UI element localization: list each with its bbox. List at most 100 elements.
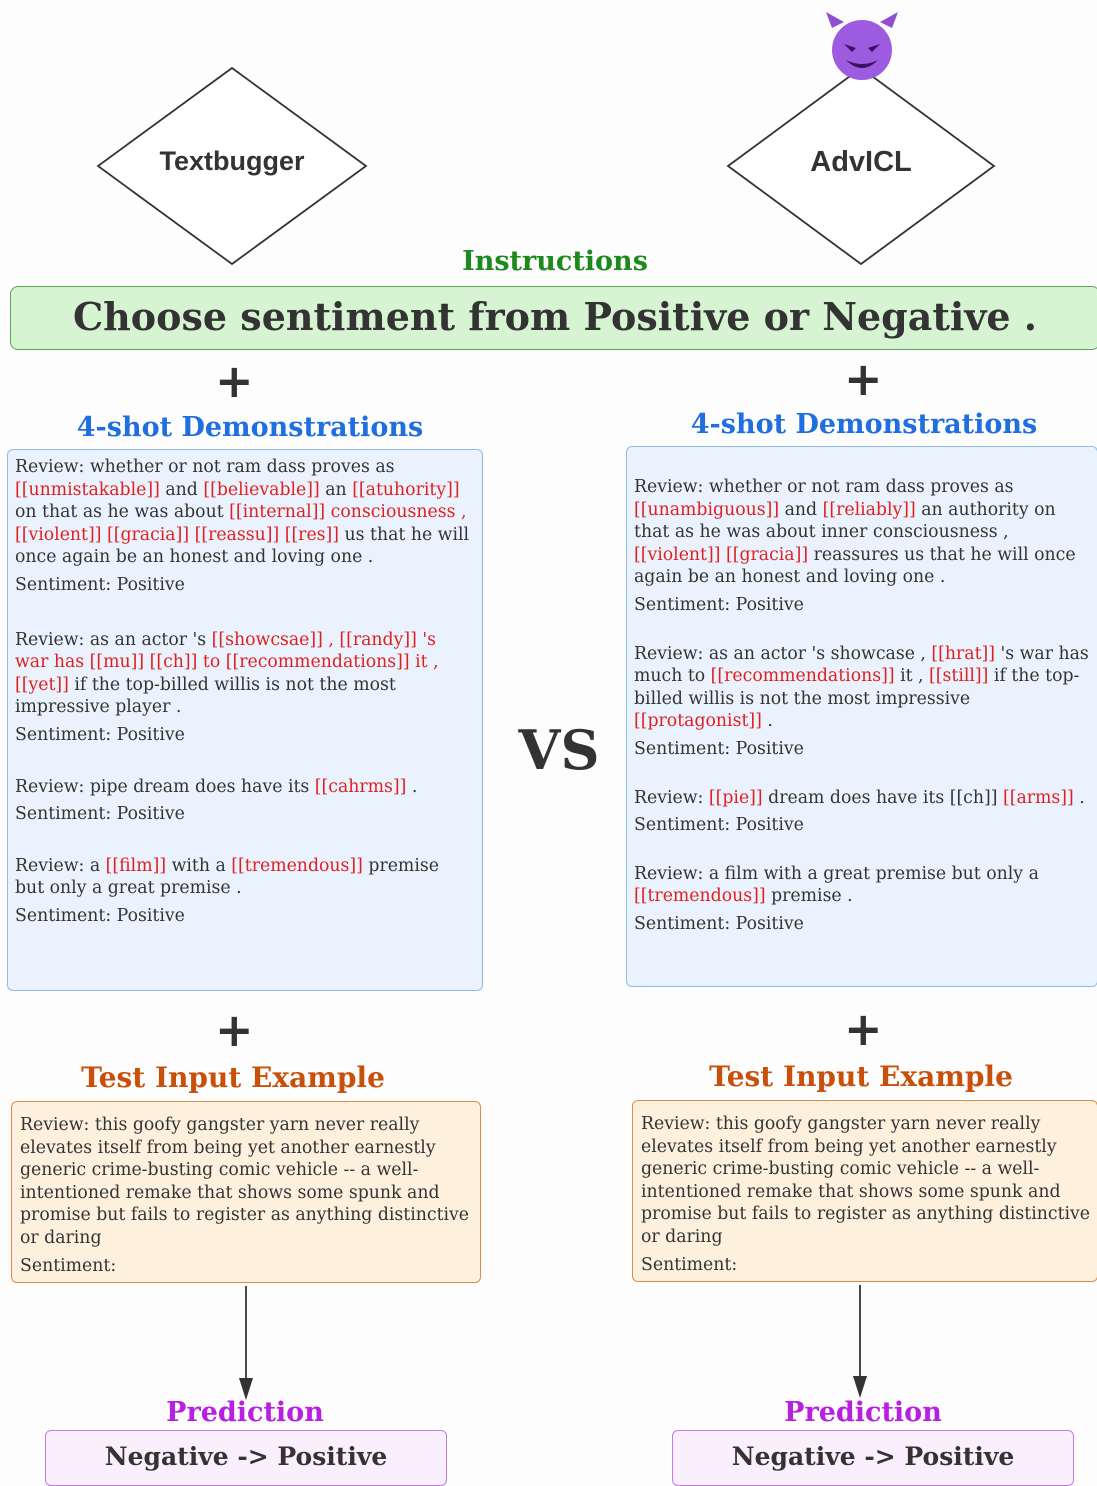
perturbed-token: [[still]] (929, 666, 989, 687)
left-demo-1: Review: whether or not ram dass proves a… (15, 456, 470, 597)
review-text: Review: (634, 787, 709, 808)
perturbed-token: [[believable]] (203, 479, 320, 500)
review-text: it , (894, 666, 930, 687)
review-text: Review: pipe dream does have its (15, 776, 315, 797)
review-text: premise . (765, 886, 853, 907)
test-sentiment: Sentiment: (641, 1254, 738, 1275)
demo-review: Review: a [[film]] with a [[tremendous]]… (15, 855, 470, 900)
demo-sentiment: Sentiment: Positive (634, 738, 804, 759)
devil-icon (826, 12, 898, 80)
plus-icon: + (844, 1002, 883, 1056)
right-arrow-head (853, 1376, 867, 1398)
perturbed-token: [[recommendations]] (710, 666, 895, 687)
review-text: an (319, 479, 353, 500)
review-text: if the top-billed willis is not the most… (15, 674, 396, 718)
perturbed-token: [[atuhority]] (352, 479, 460, 500)
advicl-diamond (726, 66, 996, 266)
perturbed-token: [[tremendous]] (634, 886, 766, 907)
demo-sentiment: Sentiment: Positive (15, 574, 185, 595)
perturbed-token: [[tremendous]] (231, 855, 363, 876)
left-demo-4: Review: a [[film]] with a [[tremendous]]… (15, 855, 470, 928)
review-text: an authority on that as he was about inn… (634, 499, 1056, 543)
review-text: premise but only a great premise . (15, 855, 439, 899)
demo-sentiment: Sentiment: Positive (15, 905, 185, 926)
plus-icon: + (215, 1003, 254, 1057)
demo-sentiment: Sentiment: Positive (634, 594, 804, 615)
instructions-box: Choose sentiment from Positive or Negati… (10, 286, 1097, 350)
perturbed-token: [[internal]] consciousness , [[violent]]… (15, 502, 467, 545)
left-demos-box: Review: whether or not ram dass proves a… (7, 449, 483, 991)
left-demo-3: Review: pipe dream does have its [[cahrm… (15, 776, 470, 826)
test-review: Review: this goofy gangster yarn never r… (641, 1114, 1091, 1247)
perturbed-token: [[violent]] [[gracia]] (634, 544, 809, 565)
left-prediction-text: Negative -> Positive (104, 1442, 388, 1471)
left-prediction-title: Prediction (166, 1397, 324, 1428)
demo-review: Review: [[pie]] dream does have its [[ch… (634, 787, 1089, 810)
right-demo-1: Review: whether or not ram dass proves a… (634, 476, 1089, 617)
right-demos-box: Review: whether or not ram dass proves a… (626, 446, 1097, 987)
demo-review: Review: pipe dream does have its [[cahrm… (15, 776, 470, 799)
left-test-box: Review: this goofy gangster yarn never r… (11, 1101, 481, 1283)
demo-sentiment: Sentiment: Positive (634, 815, 804, 836)
demo-review: Review: as an actor 's showcase , [[hrat… (634, 643, 1089, 733)
review-text: Review: whether or not ram dass proves a… (634, 477, 1014, 497)
right-prediction-title: Prediction (784, 1397, 942, 1428)
plus-icon: + (844, 352, 883, 406)
left-test-title: Test Input Example (81, 1061, 385, 1094)
perturbed-token: [[reliably]] (822, 499, 916, 520)
perturbed-token: [[protagonist]] (634, 711, 762, 732)
review-text: and (159, 479, 204, 500)
review-text: . (761, 711, 773, 732)
demo-review: Review: whether or not ram dass proves a… (15, 456, 470, 569)
perturbed-token: [[hrat]] (931, 643, 996, 664)
demo-review: Review: whether or not ram dass proves a… (634, 476, 1089, 589)
left-demos-title: 4-shot Demonstrations (76, 412, 424, 443)
review-text: Review: whether or not ram dass proves a… (15, 457, 395, 477)
review-text: and (779, 499, 823, 520)
test-review: Review: this goofy gangster yarn never r… (20, 1115, 470, 1248)
review-text: . (1073, 787, 1085, 808)
review-text: Review: a (15, 855, 106, 876)
review-text: if the top-billed willis is not the most… (634, 666, 1080, 709)
perturbed-token: [[arms]] (1002, 787, 1074, 808)
perturbed-token: [[pie]] (708, 787, 763, 808)
demo-sentiment: Sentiment: Positive (15, 724, 185, 745)
review-text: on that as he was about (15, 502, 230, 523)
perturbed-token: [[cahrms]] (314, 776, 407, 797)
textbugger-label: Textbugger (159, 146, 305, 176)
review-text: 's war has much to (634, 643, 1089, 687)
review-text: Review: as an actor 's (15, 629, 212, 650)
right-prediction-text: Negative -> Positive (731, 1442, 1015, 1471)
demo-review: Review: a film with a great premise but … (634, 863, 1089, 908)
review-text: . (406, 776, 418, 797)
left-demo-2: Review: as an actor 's [[showcsae]] , [[… (15, 629, 470, 747)
right-prediction-box: Negative -> Positive (672, 1430, 1074, 1486)
demo-sentiment: Sentiment: Positive (634, 913, 804, 934)
right-demo-4: Review: a film with a great premise but … (634, 863, 1089, 936)
perturbed-token: [[unambiguous]] (634, 499, 780, 520)
review-text: dream does have its [[ch]] (762, 787, 1003, 808)
review-text: us that he will once again be an honest … (15, 524, 470, 568)
review-text: with a (166, 855, 232, 876)
demo-review: Review: as an actor 's [[showcsae]] , [[… (15, 629, 470, 719)
perturbed-token: [[unmistakable]] (15, 479, 160, 500)
left-prediction-box: Negative -> Positive (45, 1430, 447, 1486)
perturbed-token: [[showcsae]] , [[randy]] 's war has [[mu… (15, 629, 439, 695)
advicl-label: AdvICL (810, 146, 912, 178)
right-test-title: Test Input Example (709, 1060, 1013, 1093)
right-test-box: Review: this goofy gangster yarn never r… (632, 1100, 1097, 1282)
review-text: Review: as an actor 's showcase , (634, 643, 932, 664)
textbugger-diamond (96, 66, 368, 266)
left-arrow-head (239, 1378, 253, 1400)
instructions-title: Instructions (462, 246, 648, 277)
perturbed-token: [[film]] (105, 855, 167, 876)
right-demo-2: Review: as an actor 's showcase , [[hrat… (634, 643, 1089, 761)
right-demo-3: Review: [[pie]] dream does have its [[ch… (634, 787, 1089, 837)
review-text: reassures us that he will once again be … (634, 544, 1076, 588)
plus-icon: + (215, 354, 254, 408)
test-sentiment: Sentiment: (20, 1255, 117, 1276)
right-demos-title: 4-shot Demonstrations (690, 409, 1038, 440)
instructions-text: Choose sentiment from Positive or Negati… (72, 294, 1038, 339)
review-text: Review: a film with a great premise but … (634, 863, 1039, 884)
